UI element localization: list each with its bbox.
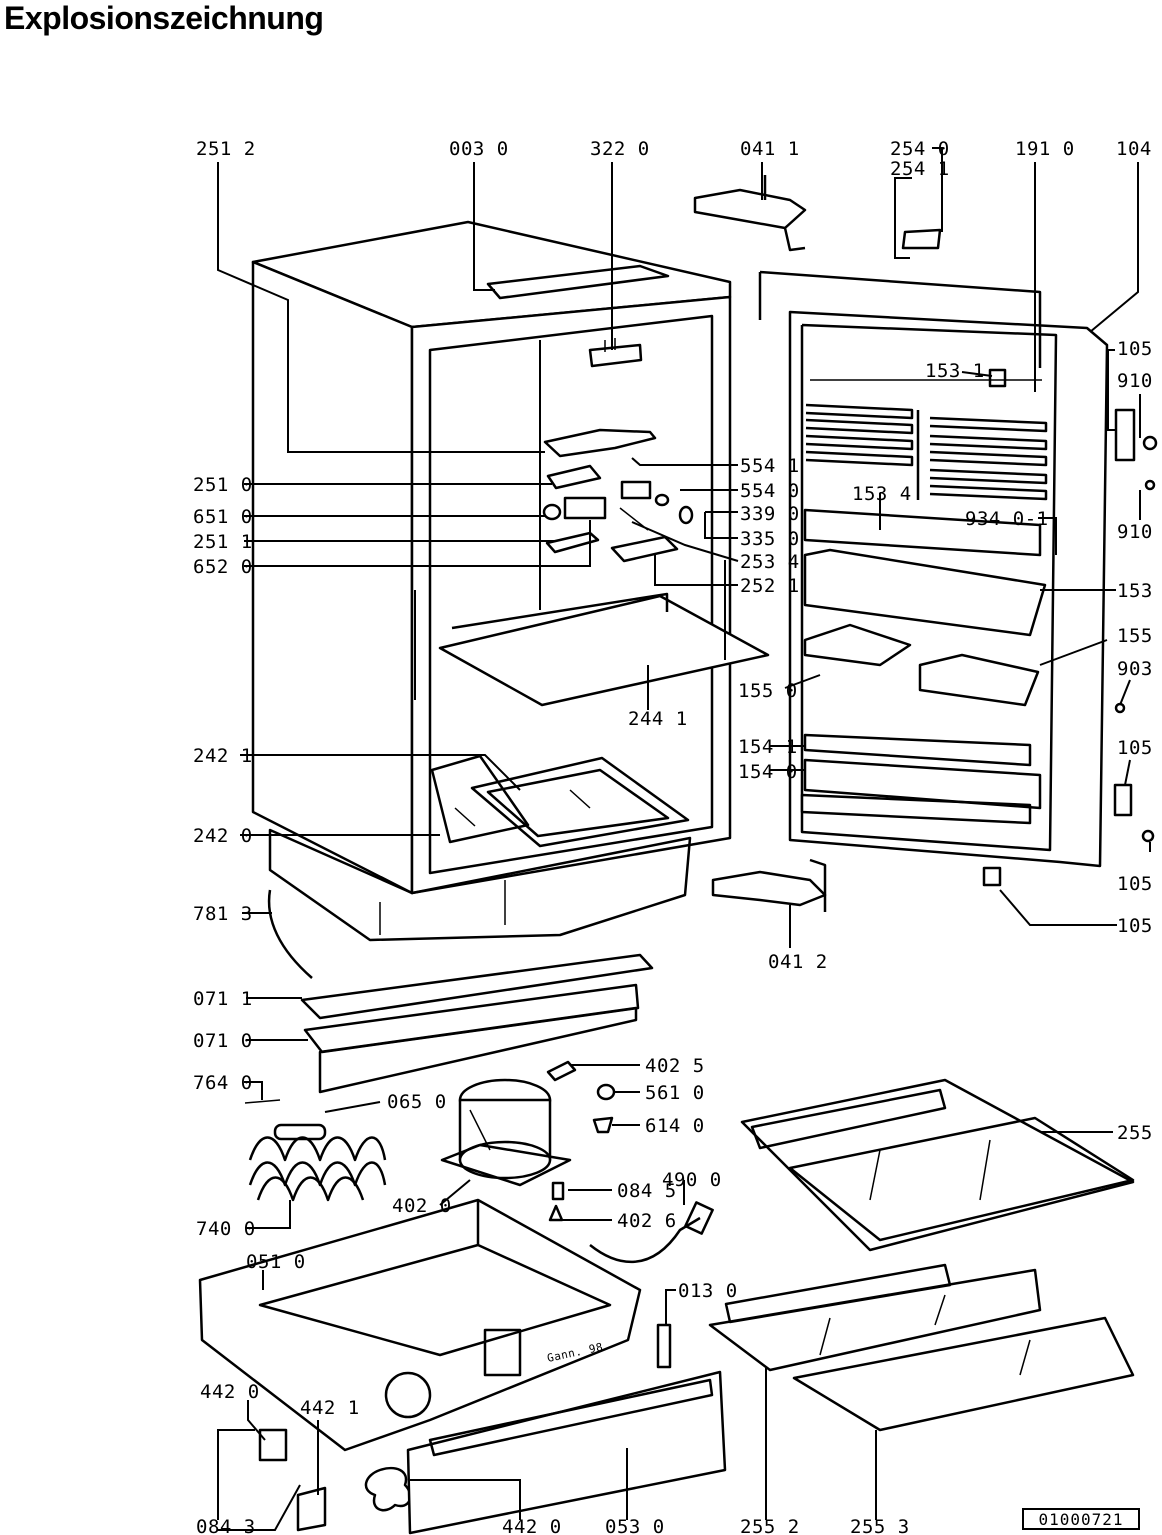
fan-and-motor bbox=[258, 1428, 412, 1532]
label-242-1: 242 1 bbox=[193, 745, 253, 767]
label-105-8: 105 8 bbox=[1117, 737, 1162, 759]
glass-shelf-lower bbox=[708, 1263, 1135, 1432]
label-903-2: 903 2 bbox=[1117, 658, 1162, 680]
label-254-1: 254 1 bbox=[890, 158, 950, 180]
compressor bbox=[440, 1078, 572, 1187]
label-335-0: 335 0 bbox=[740, 528, 800, 550]
door-shelf-racks bbox=[805, 403, 1048, 501]
label-764-0: 764 0 bbox=[193, 1072, 253, 1094]
label-442-1: 442 1 bbox=[300, 1397, 360, 1419]
label-154-1: 154 1 bbox=[738, 736, 798, 758]
label-155-1: 155 1 bbox=[1117, 625, 1162, 647]
label-084-5: 084 5 bbox=[617, 1180, 677, 1202]
label-244-1: 244 1 bbox=[628, 708, 688, 730]
label-614-0: 614 0 bbox=[645, 1115, 705, 1137]
cabinet-body bbox=[251, 220, 770, 942]
label-065-0: 065 0 bbox=[387, 1091, 447, 1113]
label-339-0: 339 0 bbox=[740, 503, 800, 525]
condenser-coil bbox=[244, 1099, 387, 1202]
label-402-0: 402 0 bbox=[392, 1195, 452, 1217]
label-153-4: 153 4 bbox=[852, 483, 912, 505]
label-442-0-a: 442 0 bbox=[200, 1381, 260, 1403]
label-490-0: 490 0 bbox=[662, 1169, 722, 1191]
label-154-0: 154 0 bbox=[738, 761, 798, 783]
label-255-3: 255 3 bbox=[850, 1516, 910, 1535]
label-652-0: 652 0 bbox=[193, 556, 253, 578]
base-rails bbox=[267, 889, 654, 1094]
base-tray: Gann. 98 bbox=[198, 1198, 642, 1452]
label-651-0: 651 0 bbox=[193, 506, 253, 528]
label-155-0: 155 0 bbox=[738, 680, 798, 702]
label-191-0: 191 0 bbox=[1015, 138, 1075, 160]
label-242-0: 242 0 bbox=[193, 825, 253, 847]
label-153-0: 153 0 bbox=[1117, 580, 1162, 602]
label-910-1: 910 1 bbox=[1117, 521, 1162, 543]
label-051-0: 051 0 bbox=[246, 1251, 306, 1273]
label-322-0: 322 0 bbox=[590, 138, 650, 160]
label-255-2: 255 2 bbox=[740, 1516, 800, 1535]
label-251-1: 251 1 bbox=[193, 531, 253, 553]
label-105-7: 105 7 bbox=[1117, 873, 1162, 895]
hinge-bottom bbox=[711, 858, 827, 912]
label-251-0: 251 0 bbox=[193, 474, 253, 496]
label-104-0: 104 0 bbox=[1116, 138, 1162, 160]
label-041-2: 041 2 bbox=[768, 951, 828, 973]
document-number: 01000721 bbox=[1022, 1508, 1140, 1530]
cover-panel bbox=[406, 1370, 727, 1535]
page-title: Explosionszeichnung bbox=[4, 0, 324, 36]
label-910-0: 910 0 bbox=[1117, 370, 1162, 392]
label-105-0: 105 0 bbox=[1117, 915, 1162, 937]
label-013-0: 013 0 bbox=[678, 1280, 738, 1302]
leader-lines bbox=[217, 147, 1151, 1531]
label-781-3: 781 3 bbox=[193, 903, 253, 925]
label-254-0: 254 0 bbox=[890, 138, 950, 160]
label-561-0: 561 0 bbox=[645, 1082, 705, 1104]
label-554-0: 554 0 bbox=[740, 480, 800, 502]
label-402-6: 402 6 bbox=[617, 1210, 677, 1232]
label-740-0: 740 0 bbox=[196, 1218, 256, 1240]
misc-parts bbox=[546, 408, 1158, 1369]
label-554-1: 554 1 bbox=[740, 455, 800, 477]
label-003-0: 003 0 bbox=[449, 138, 509, 160]
label-252-1: 252 1 bbox=[740, 575, 800, 597]
label-105-9: 105 9 bbox=[1117, 338, 1162, 360]
label-071-0: 071 0 bbox=[193, 1030, 253, 1052]
label-071-1: 071 1 bbox=[193, 988, 253, 1010]
label-251-2: 251 2 bbox=[196, 138, 256, 160]
label-053-0: 053 0 bbox=[605, 1516, 665, 1535]
part-labels: 251 2 003 0 322 0 041 1 254 0 254 1 191 … bbox=[193, 138, 1162, 1535]
label-041-1: 041 1 bbox=[740, 138, 800, 160]
door-assembly bbox=[758, 228, 1109, 868]
label-442-0-b: 442 0 bbox=[502, 1516, 562, 1535]
label-255-1: 255 1 bbox=[1117, 1122, 1162, 1144]
hinge-top bbox=[693, 175, 807, 252]
label-253-4: 253 4 bbox=[740, 551, 800, 573]
label-934-0-1: 934 0-1 bbox=[965, 508, 1049, 530]
glass-shelf-upper bbox=[740, 1078, 1135, 1252]
label-402-5: 402 5 bbox=[645, 1055, 705, 1077]
label-084-3: 084 3 bbox=[196, 1516, 256, 1535]
label-153-1: 153 1 bbox=[925, 360, 985, 382]
